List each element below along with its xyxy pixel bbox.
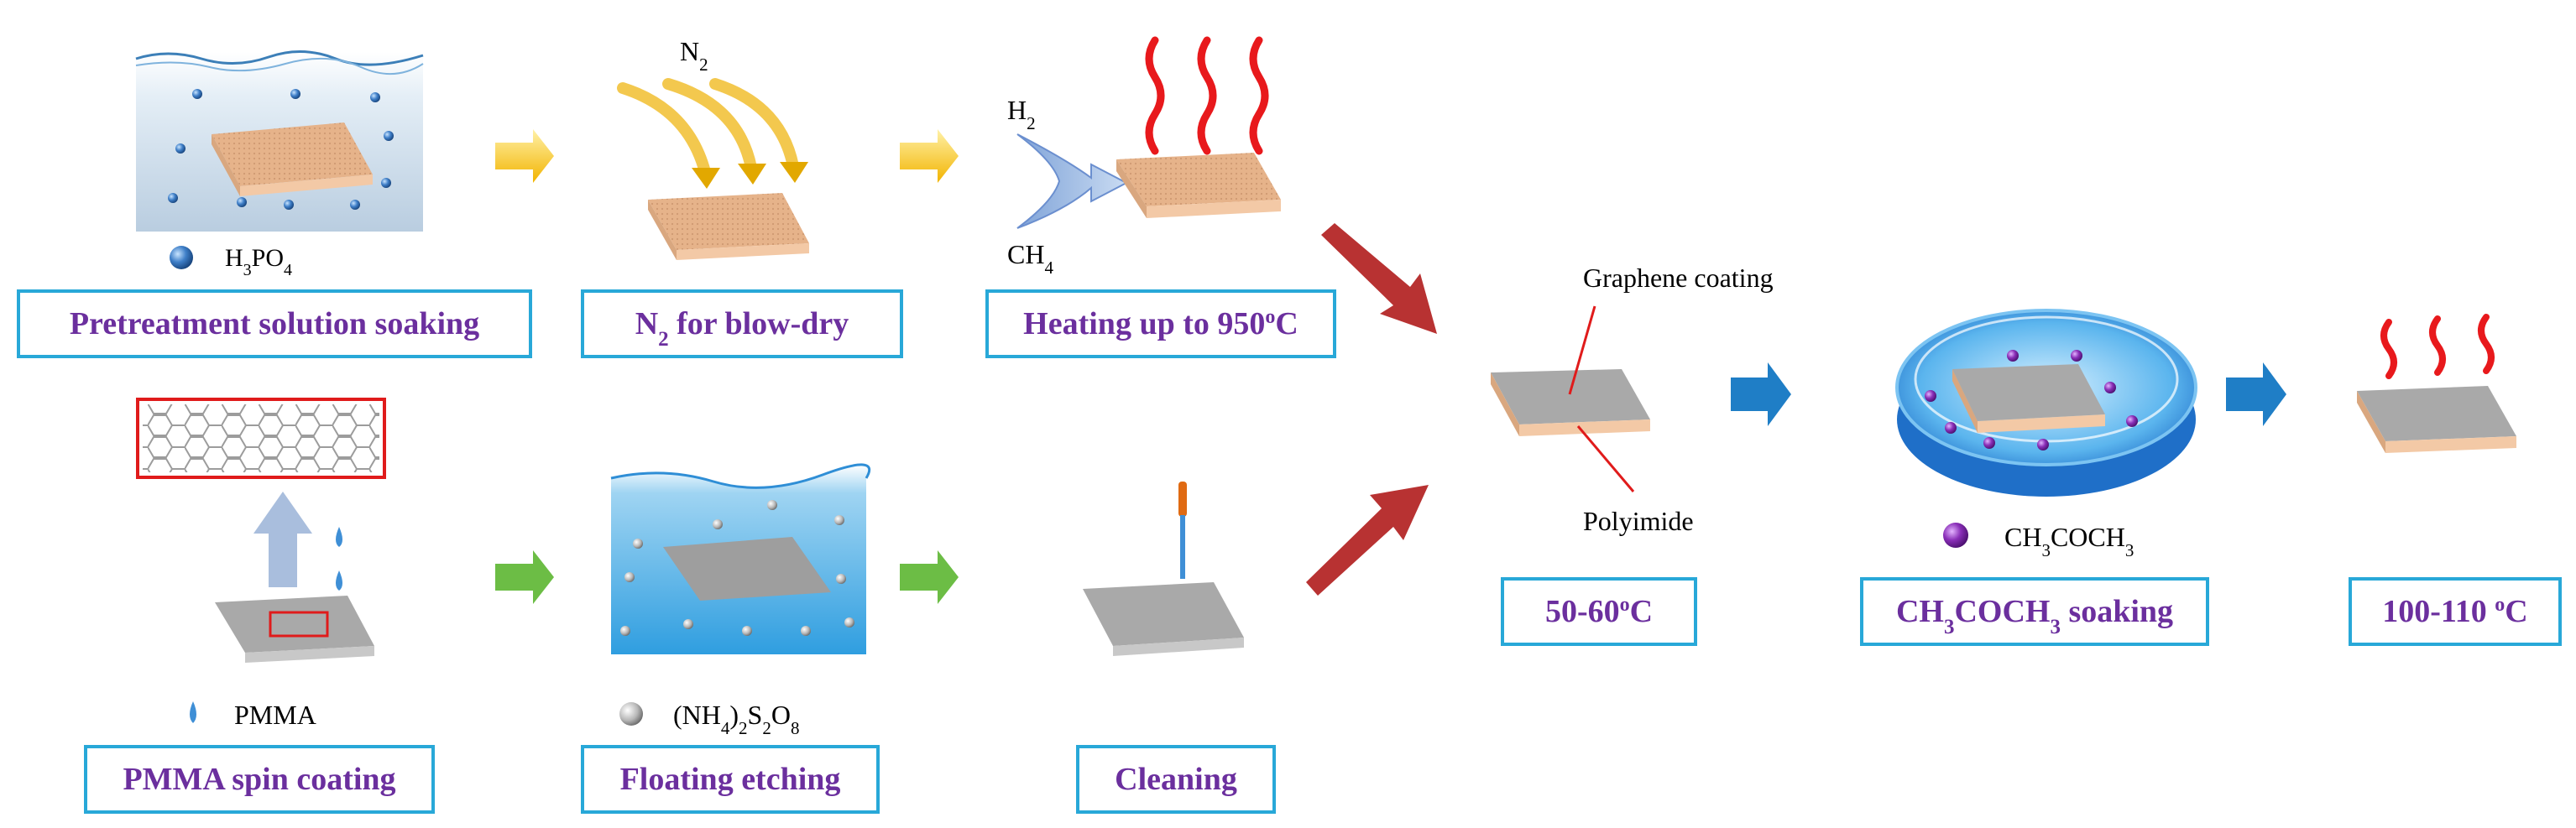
polyimide-label: Polyimide (1583, 506, 1694, 536)
h2-gas-label: H2 (1007, 95, 1036, 133)
acetone-soak-box: CH3COCH3 soaking (1860, 577, 2209, 646)
heating-step-label: Heating up to 950oC (1023, 306, 1298, 341)
floating-film (663, 537, 831, 601)
aps-label: (NH4)2S2O8 (673, 700, 799, 738)
ch4-gas-label: CH4 (1007, 239, 1053, 278)
pmma-step-label: PMMA spin coating (123, 762, 395, 797)
graphene-coating-label: Graphene coating (1583, 263, 1774, 293)
h3po4-label: H3PO4 (225, 244, 292, 279)
heated-sample (1116, 153, 1281, 218)
heat-waves-final (2380, 314, 2495, 379)
heat-waves-top (1145, 36, 1269, 155)
etching-step-label: Floating etching (620, 762, 841, 797)
n2-step-label: N2 for blow-dry (635, 306, 849, 351)
n2-flow-arrows (617, 78, 808, 189)
soaking-sample (1952, 364, 2105, 433)
h3po4-legend-icon (170, 246, 193, 269)
dried-sample (648, 193, 809, 260)
graphene-lattice-inset (136, 398, 386, 479)
yellow-arrow-2 (900, 129, 959, 183)
cleaning-step-label: Cleaning (1115, 762, 1237, 797)
yellow-arrow-1 (495, 129, 554, 183)
aps-legend-icon (619, 702, 643, 726)
acetone-particles (1925, 350, 2138, 450)
pmma-label: PMMA (234, 700, 316, 730)
red-arrow-top (1321, 223, 1437, 334)
pmma-substrate (215, 596, 374, 663)
coated-sample (1491, 369, 1650, 436)
green-arrow-2 (900, 550, 959, 604)
heating-step-box: Heating up to 950oC (985, 289, 1336, 358)
transfer-up-arrow (253, 492, 312, 587)
temp-50-60-label: 50-60oC (1545, 594, 1653, 629)
dropper (1178, 482, 1187, 579)
temp-100-110-label: 100-110 oC (2382, 594, 2528, 629)
gas-inflow-arrow (1016, 133, 1129, 229)
polyimide-pointer (1576, 425, 1635, 492)
pretreatment-sample (212, 122, 373, 196)
cleaning-sample (1083, 582, 1244, 656)
pretreatment-step-label: Pretreatment solution soaking (70, 306, 479, 341)
green-arrow-1 (495, 550, 554, 604)
pmma-step-box: PMMA spin coating (84, 745, 435, 814)
pretreatment-step-box: Pretreatment solution soaking (17, 289, 532, 358)
etching-step-box: Floating etching (581, 745, 880, 814)
aps-particles (620, 500, 854, 636)
acetone-label: CH3COCH3 (2004, 522, 2134, 560)
blue-arrow-2 (2226, 362, 2286, 426)
blue-arrow-1 (1731, 362, 1791, 426)
temp-50-60-box: 50-60oC (1501, 577, 1697, 646)
acetone-soak-label: CH3COCH3 soaking (1896, 594, 2173, 638)
cleaning-step-box: Cleaning (1076, 745, 1276, 814)
temp-100-110-box: 100-110 oC (2349, 577, 2562, 646)
graphene-coating-pointer (1568, 305, 1596, 395)
pmma-drops (336, 527, 342, 591)
h3po4-particles (168, 89, 394, 210)
red-arrow-bottom (1306, 485, 1429, 596)
final-sample (2357, 386, 2516, 453)
acetone-legend-icon (1943, 523, 1968, 548)
pmma-legend-icon (190, 701, 196, 723)
n2-step-box: N2 for blow-dry (581, 289, 903, 358)
n2-gas-label: N2 (680, 36, 708, 75)
